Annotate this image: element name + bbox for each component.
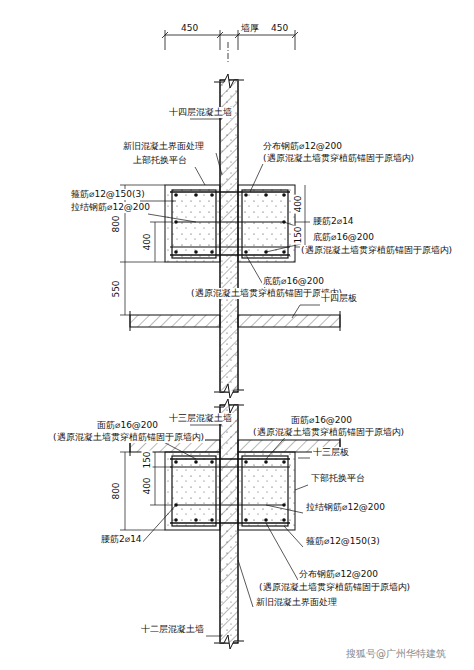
note-label: (遇原混凝土墙贯穿植筋锚固于原墙内) — [300, 245, 453, 256]
wall-label: 十四层混凝土墙 — [168, 107, 233, 118]
rebar-label: 腰筋2⌀14 — [312, 216, 355, 227]
rebar-label: 拉结钢筋⌀12@200 — [305, 502, 386, 513]
note-label: (遇原混凝土墙贯穿植筋锚固于原墙内) — [258, 582, 411, 593]
note-label: (遇原混凝土墙贯穿植筋锚固于原墙内) — [252, 427, 405, 438]
wall-label: 十二层混凝土墙 — [140, 624, 205, 635]
rebar-label: 拉结钢筋⌀12@200 — [70, 202, 151, 213]
dimension: 150 — [293, 225, 304, 244]
rebar-label: 箍筋⌀12@150(3) — [305, 536, 381, 547]
part-label: 上部托换平台 — [132, 155, 188, 166]
rebar-label: 分布钢筋⌀12@200 — [262, 141, 343, 152]
dimension: 800 — [111, 481, 122, 500]
note-label: 新旧混凝土界面处理 — [122, 141, 205, 152]
dimension: 450 — [180, 23, 199, 34]
dimension: 墙厚 — [240, 23, 260, 34]
dimension: 550 — [111, 279, 122, 298]
slab-label: 十四层板 — [320, 293, 358, 304]
dimension: 400 — [142, 232, 153, 251]
dimension: 400 — [293, 194, 304, 213]
slab-label: 十三层板 — [312, 447, 350, 458]
wall-label: 十三层混凝土墙 — [168, 413, 233, 424]
note-label: 新旧混凝土界面处理 — [255, 597, 338, 608]
dimension: 450 — [270, 23, 289, 34]
rebar-label: 箍筋⌀12@150(3) — [70, 189, 146, 200]
rebar-label: 底筋⌀16@200 — [262, 276, 325, 287]
rebar-label: 面筋⌀16@200 — [96, 420, 159, 431]
part-label: 下部托换平台 — [310, 473, 366, 484]
dimension: 800 — [111, 214, 122, 233]
rebar-label: 面筋⌀16@200 — [290, 415, 353, 426]
rebar-label: 腰筋2⌀14 — [100, 534, 143, 545]
dimension: 400 — [142, 476, 153, 495]
watermark: 搜狐号@广州华特建筑 — [345, 648, 447, 659]
dimension: 150 — [142, 450, 153, 469]
rebar-label: 底筋⌀16@200 — [312, 232, 375, 243]
rebar-label: 分布钢筋⌀12@200 — [298, 569, 379, 580]
note-label: (遇原混凝土墙贯穿植筋锚固于原墙内) — [262, 153, 415, 164]
note-label: (遇原混凝土墙贯穿植筋锚固于原墙内) — [52, 432, 205, 443]
